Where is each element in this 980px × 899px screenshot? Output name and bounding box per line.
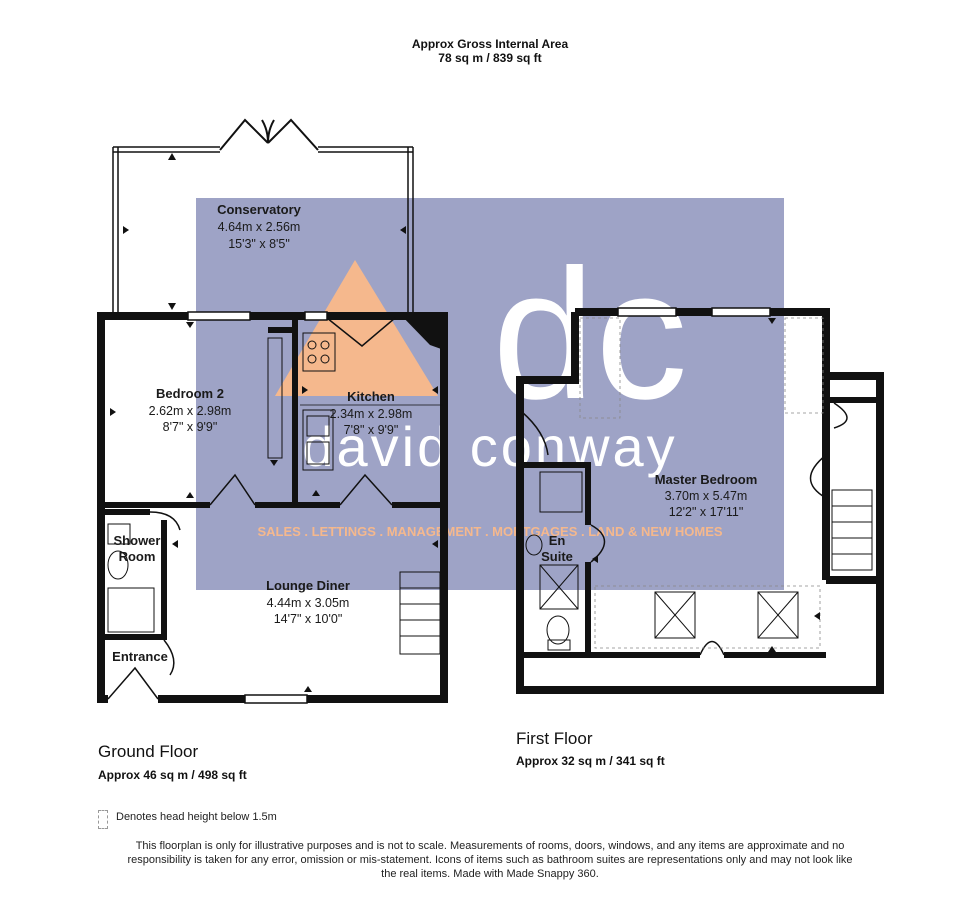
- ground-doors: [107, 317, 396, 700]
- ground-floor-area: Approx 46 sq m / 498 sq ft: [98, 768, 247, 782]
- first-floor-title: First Floor: [516, 729, 593, 748]
- chimney-block: [398, 312, 444, 350]
- head-height-legend-swatch: [98, 810, 108, 829]
- lounge-diner-name: Lounge Diner: [266, 578, 350, 593]
- first-room-labels: Master Bedroom 3.70m x 5.47m 12'2" x 17'…: [541, 472, 757, 564]
- disclaimer-text: This floorplan is only for illustrative …: [127, 840, 853, 880]
- ground-arrows: [110, 153, 438, 692]
- bedroom2-imperial: 8'7" x 9'9": [163, 420, 218, 434]
- watermark-letters: dc: [492, 232, 687, 438]
- watermark-name: david conway: [302, 415, 677, 478]
- french-doors: [219, 118, 319, 151]
- kitchen-imperial: 7'8" x 9'9": [344, 423, 399, 437]
- kitchen-name: Kitchen: [347, 389, 395, 404]
- ground-fixtures: [107, 332, 443, 655]
- head-height-legend-text: Denotes head height below 1.5m: [116, 811, 277, 823]
- master-bedroom-imperial: 12'2" x 17'11": [669, 505, 744, 519]
- ground-room-labels: Conservatory 4.64m x 2.56m 15'3" x 8'5" …: [112, 202, 412, 664]
- conservatory-imperial: 15'3" x 8'5": [228, 237, 290, 251]
- first-doors: [521, 402, 848, 656]
- first-arrows: [592, 318, 820, 652]
- head-height-zones: [579, 317, 824, 649]
- ground-floor-plan: Conservatory 4.64m x 2.56m 15'3" x 8'5" …: [97, 118, 448, 704]
- first-floor-plan: Master Bedroom 3.70m x 5.47m 12'2" x 17'…: [516, 307, 884, 694]
- en-suite-name-1: En: [549, 533, 566, 548]
- area-title: Approx Gross Internal Area: [411, 37, 569, 51]
- first-floor-area: Approx 32 sq m / 341 sq ft: [516, 754, 665, 768]
- first-fixtures: [525, 471, 873, 651]
- area-value: 78 sq m / 839 sq ft: [438, 51, 542, 65]
- watermark-tagline: SALES . LETTINGS . MANAGEMENT . MORTGAGE…: [257, 524, 722, 539]
- kitchen-metric: 2.34m x 2.98m: [330, 407, 413, 421]
- lounge-diner-metric: 4.44m x 3.05m: [267, 596, 350, 610]
- ground-floor-title: Ground Floor: [98, 742, 199, 761]
- master-bedroom-name: Master Bedroom: [655, 472, 758, 487]
- watermark-roof-shape: [275, 260, 438, 396]
- master-bedroom-metric: 3.70m x 5.47m: [665, 489, 748, 503]
- watermark-logo: dc david conway SALES . LETTINGS . MANAG…: [196, 198, 784, 590]
- first-interior-walls: [520, 397, 880, 658]
- lounge-diner-imperial: 14'7" x 10'0": [274, 612, 343, 626]
- conservatory-frame: [112, 146, 414, 312]
- first-windows: [617, 307, 771, 317]
- entrance-name: Entrance: [112, 649, 168, 664]
- shower-room-name-1: Shower: [114, 533, 161, 548]
- conservatory-metric: 4.64m x 2.56m: [218, 220, 301, 234]
- ground-windows: [187, 311, 328, 704]
- bedroom2-name: Bedroom 2: [156, 386, 224, 401]
- conservatory-name: Conservatory: [217, 202, 302, 217]
- shower-room-name-2: Room: [119, 549, 156, 564]
- en-suite-name-2: Suite: [541, 549, 573, 564]
- ground-interior-walls: [101, 316, 444, 640]
- bedroom2-metric: 2.62m x 2.98m: [149, 404, 232, 418]
